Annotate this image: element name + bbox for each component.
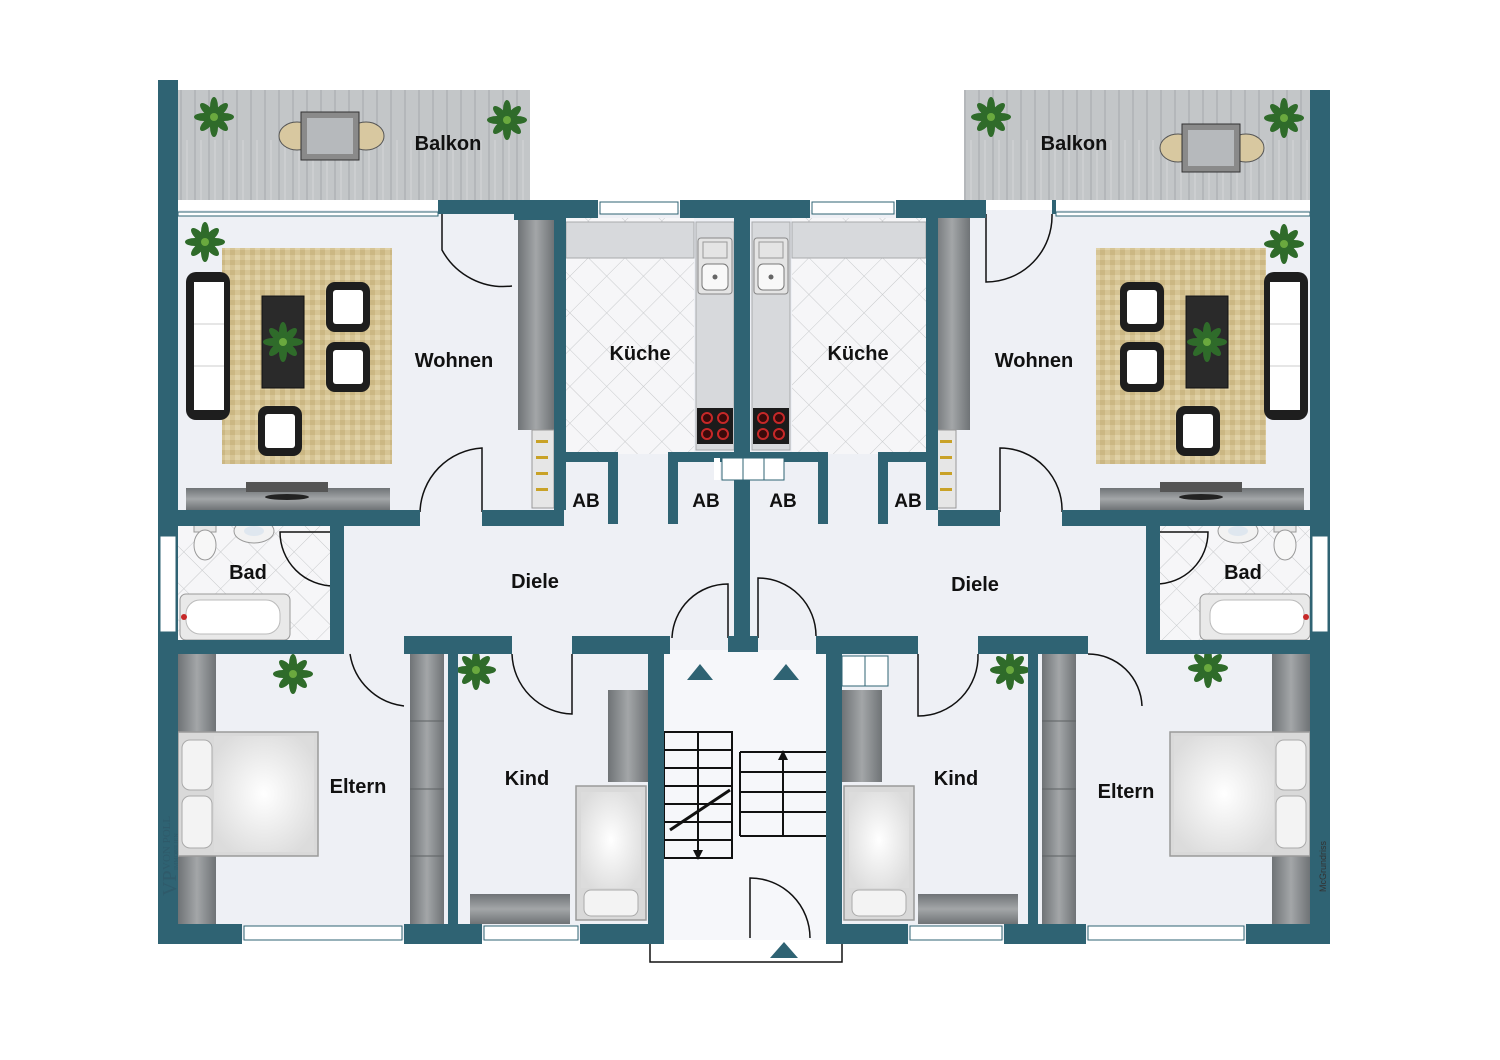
right-apartment bbox=[751, 90, 1311, 925]
balcony-table-right bbox=[1159, 123, 1265, 173]
logo-mark: VP bbox=[159, 870, 181, 896]
cabinet-kind-right bbox=[842, 690, 882, 782]
label-bad-right: Bad bbox=[1224, 562, 1262, 584]
counter-left bbox=[565, 221, 695, 259]
label-wohnen-right: Wohnen bbox=[995, 350, 1074, 372]
walls bbox=[158, 80, 1330, 944]
wall-cabinet-left bbox=[518, 218, 554, 430]
tv-cabinet-left bbox=[186, 482, 390, 510]
label-bad-left: Bad bbox=[229, 562, 267, 584]
cabinet-kind-left bbox=[608, 690, 648, 782]
desk-kind-right bbox=[918, 894, 1018, 924]
armchair-icon bbox=[326, 282, 370, 332]
credit-label: McGrundriss bbox=[1318, 840, 1328, 892]
logo: VP VON POLL IMMOBILIEN bbox=[159, 816, 181, 896]
logo-sub: IMMOBILIEN bbox=[174, 833, 180, 870]
label-balkon-right: Balkon bbox=[1041, 133, 1108, 155]
tv-cabinet-right bbox=[1100, 482, 1304, 510]
label-kueche-left: Küche bbox=[609, 343, 670, 365]
label-balkon-left: Balkon bbox=[415, 133, 482, 155]
bathtub-icon bbox=[1199, 593, 1311, 641]
desk-kind-left bbox=[470, 894, 570, 924]
sink-icon bbox=[753, 237, 789, 295]
wardrobe-icon bbox=[409, 653, 445, 925]
left-apartment bbox=[177, 90, 735, 925]
label-diele-left: Diele bbox=[511, 571, 559, 593]
sink-icon bbox=[697, 237, 733, 295]
label-kueche-right: Küche bbox=[827, 343, 888, 365]
logo-name: VON POLL bbox=[161, 816, 173, 870]
stairwell-floor bbox=[655, 650, 830, 940]
shelf-left bbox=[531, 429, 555, 509]
stair-arrow-icon bbox=[778, 750, 788, 760]
label-wohnen-left: Wohnen bbox=[415, 350, 494, 372]
label-eltern-left: Eltern bbox=[330, 776, 387, 798]
armchair-icon bbox=[1120, 282, 1164, 332]
single-bed-icon bbox=[575, 785, 647, 921]
double-bed-icon bbox=[177, 731, 319, 857]
armchair-icon bbox=[1120, 342, 1164, 392]
counter-right bbox=[791, 221, 927, 259]
wall-cabinet-right bbox=[934, 218, 970, 430]
armchair-icon bbox=[1176, 406, 1220, 456]
entrance-arrow-icon bbox=[770, 942, 798, 958]
label-ab-right-1: AB bbox=[769, 491, 796, 512]
label-eltern-right: Eltern bbox=[1098, 781, 1155, 803]
label-diele-right: Diele bbox=[951, 574, 999, 596]
single-bed-icon bbox=[843, 785, 915, 921]
sofa-left bbox=[186, 272, 230, 420]
hob-icon bbox=[696, 407, 734, 445]
sofa-right bbox=[1264, 272, 1308, 420]
wardrobe-icon bbox=[1041, 653, 1077, 925]
shelf-right bbox=[933, 429, 957, 509]
toilet-icon bbox=[193, 521, 217, 561]
door-swings bbox=[279, 213, 1209, 939]
stair-arrow-icon bbox=[693, 850, 703, 860]
label-ab-left-1: AB bbox=[572, 491, 599, 512]
label-ab-left-2: AB bbox=[692, 491, 719, 512]
armchair-icon bbox=[326, 342, 370, 392]
label-kind-left: Kind bbox=[505, 768, 549, 790]
label-kind-right: Kind bbox=[934, 768, 978, 790]
entrance-arrow-icon bbox=[687, 664, 713, 680]
balcony-table-left bbox=[278, 111, 385, 161]
windows bbox=[159, 201, 1329, 941]
double-bed-icon bbox=[1169, 731, 1311, 857]
entrance-step bbox=[649, 940, 843, 963]
armchair-icon bbox=[258, 406, 302, 456]
label-ab-right-2: AB bbox=[894, 491, 921, 512]
bathtub-icon bbox=[179, 593, 291, 641]
hob-icon bbox=[752, 407, 790, 445]
toilet-icon bbox=[1273, 521, 1297, 561]
room-labels: Balkon Wohnen Küche Bad Diele Eltern Kin… bbox=[229, 133, 1262, 803]
entrance-arrow-icon bbox=[773, 664, 799, 680]
